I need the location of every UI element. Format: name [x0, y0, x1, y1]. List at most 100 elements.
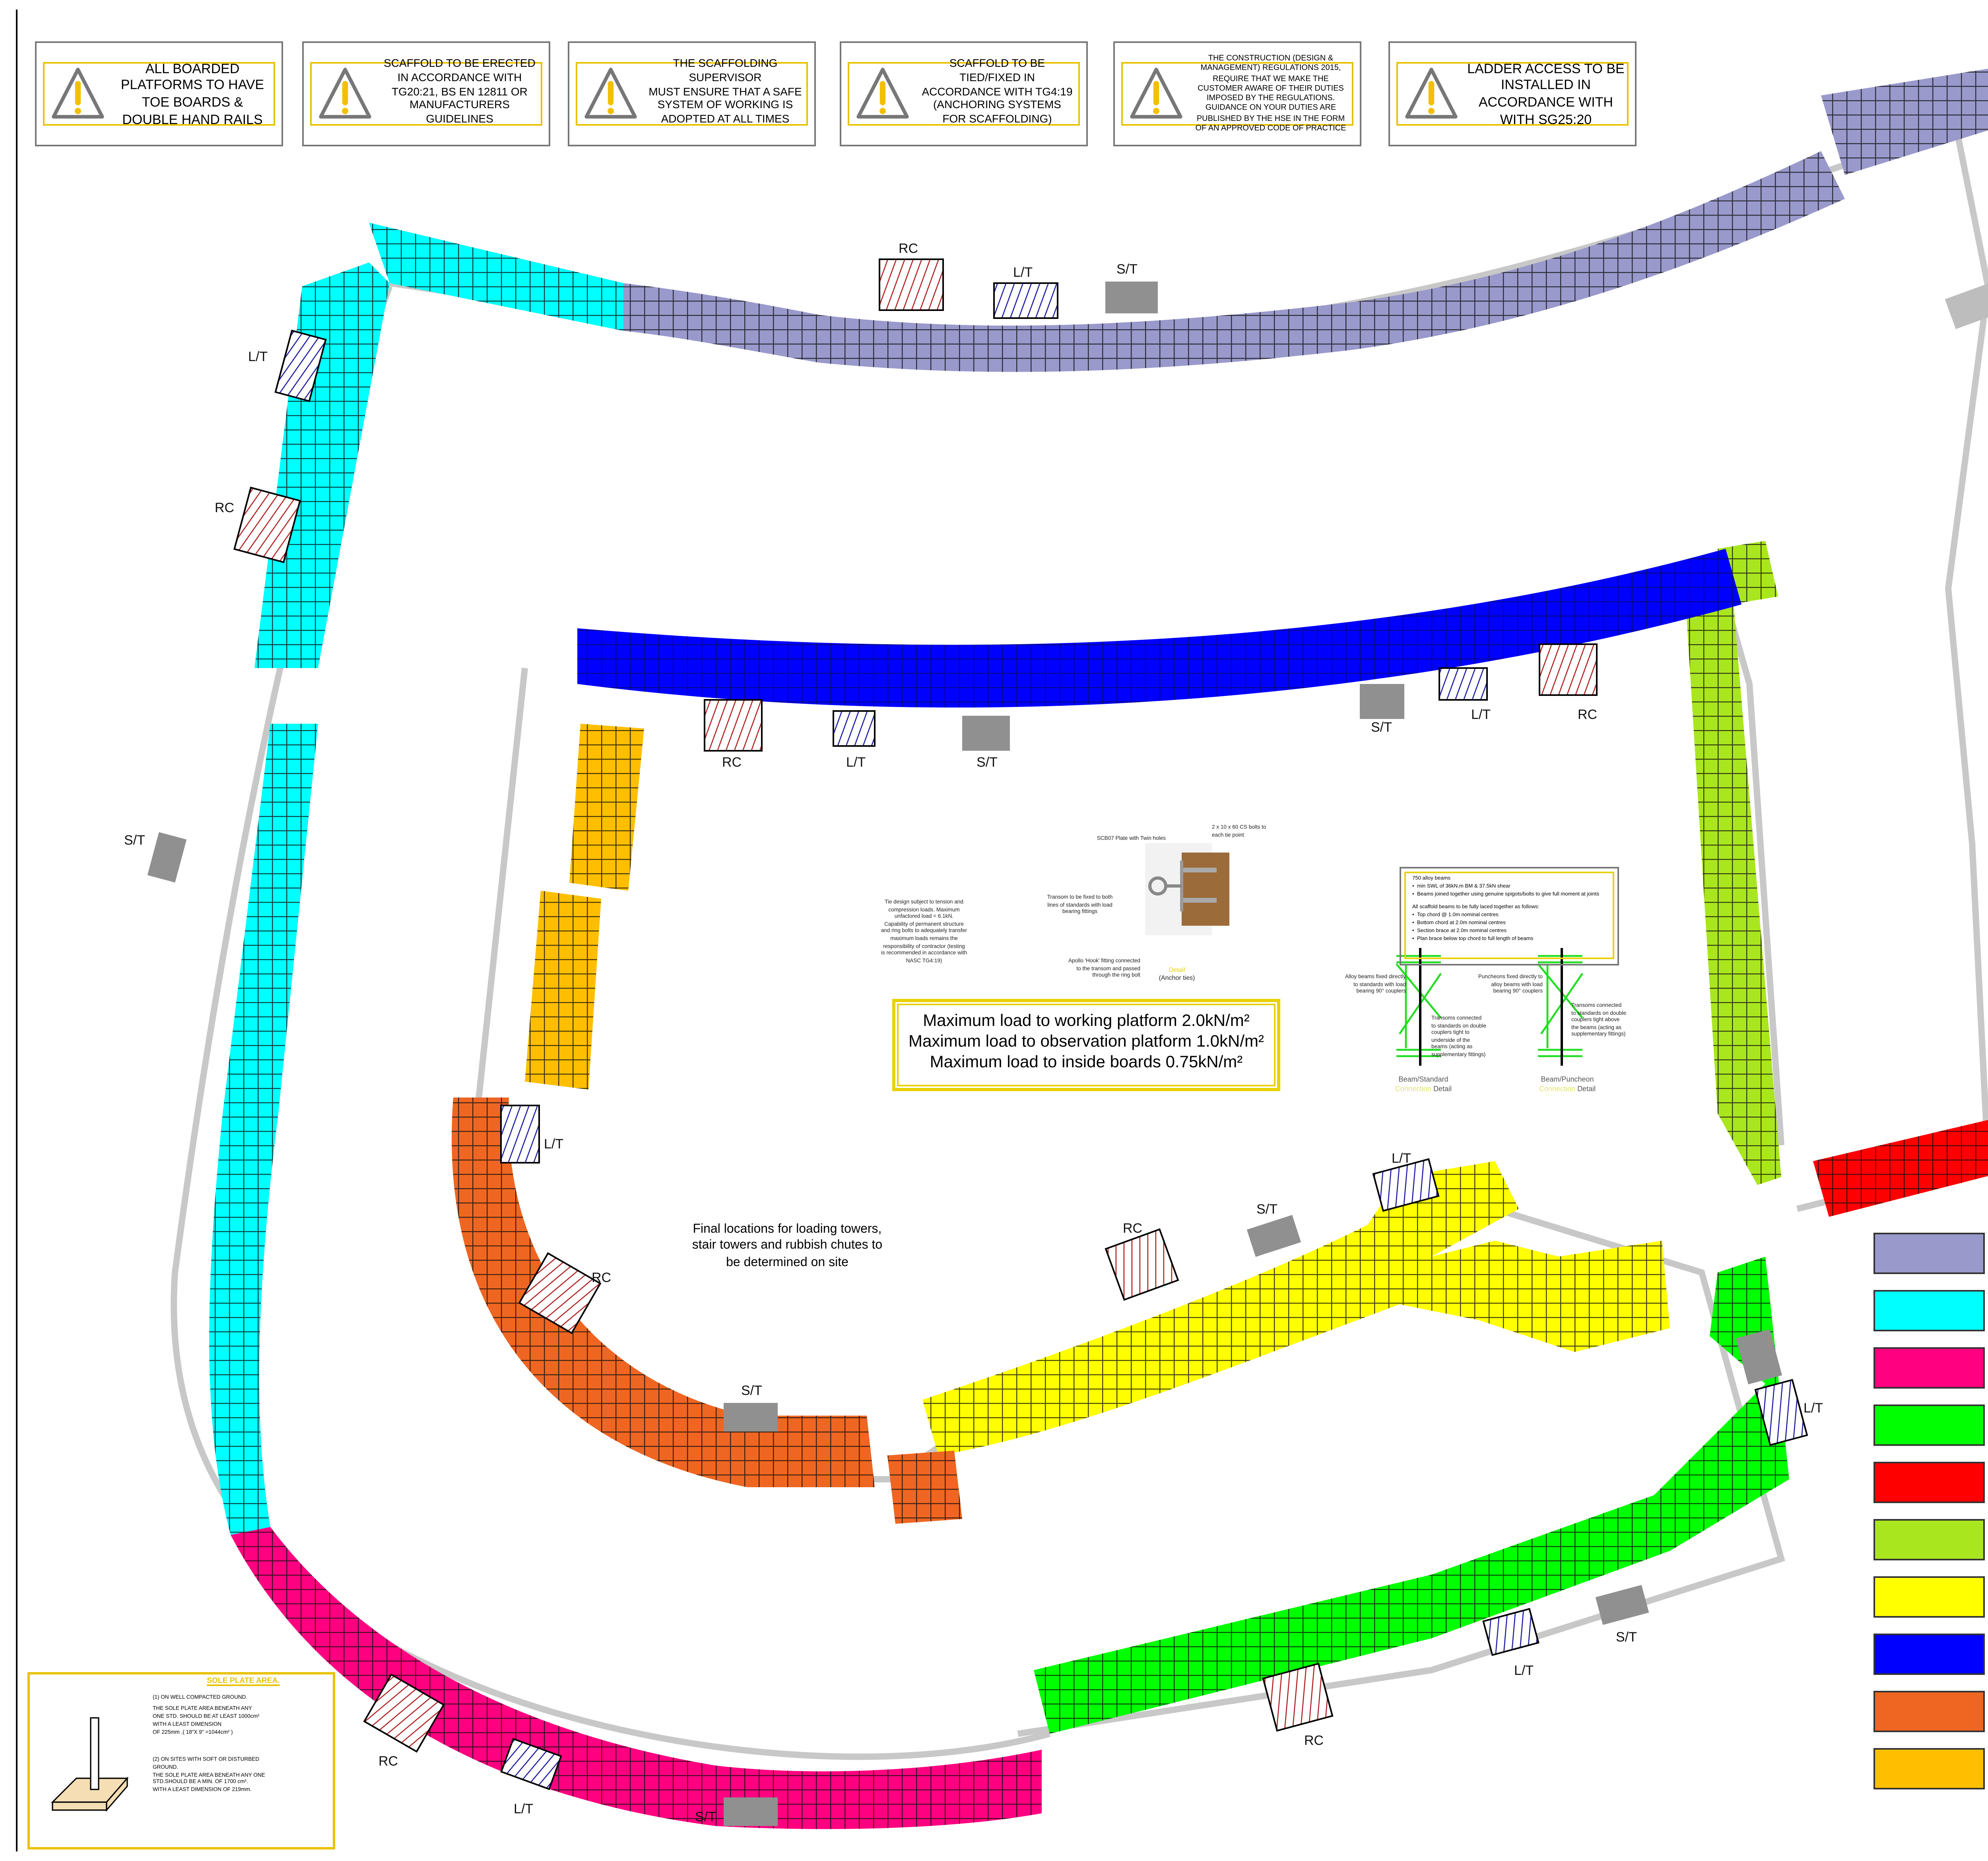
phase-6-scaffold: [1686, 541, 1781, 1185]
warning-triangle-icon: [856, 68, 909, 119]
stair-tower: [1246, 1215, 1301, 1257]
legend-swatch-phase-7: [1873, 1576, 1985, 1618]
sole-plate-panel: SOLE PLATE AREA. (1) ON WELL COMPACTED G…: [153, 1678, 334, 1795]
warning-sign-tg4: SCAFFOLD TO BE TIED/FIXED IN ACCORDANCE …: [840, 41, 1088, 146]
stair-tower: [1105, 282, 1158, 313]
tower-label: S/T: [1256, 1202, 1277, 1217]
loading-tower: [1482, 1608, 1540, 1656]
tower-label: S/T: [695, 1809, 716, 1824]
warning-text: THE SCAFFOLDING SUPERVISOR MUST ENSURE T…: [648, 59, 802, 126]
stair-tower: [1360, 684, 1404, 719]
tower-label: L/T: [544, 1136, 563, 1152]
stair-tower: [724, 1403, 778, 1432]
connection-detail-graphics: [1396, 948, 1583, 1066]
warning-triangle-icon: [1405, 68, 1458, 119]
warning-text: THE CONSTRUCTION (DESIGN & MANAGEMENT) R…: [1195, 54, 1346, 133]
tower-label: RC: [722, 755, 742, 770]
tower-label: L/T: [514, 1801, 533, 1816]
tower-label: RC: [592, 1270, 611, 1285]
sole-plate-text-2: THE SOLE PLATE AREA BENEATH ANY ONE STD.…: [153, 1771, 265, 1793]
tower-label: L/T: [1013, 265, 1033, 280]
loading-tower: [833, 710, 876, 747]
stair-tower: [724, 1797, 778, 1826]
legend-swatch-phase-5: [1873, 1462, 1985, 1503]
loading-tower: [500, 1105, 540, 1164]
tower-label: L/T: [1471, 707, 1491, 722]
loading-tower: [1754, 1379, 1808, 1446]
sole-plate-heading-2: (2) ON SITES WITH SOFT OR DISTURBED GROU…: [153, 1755, 259, 1770]
stair-tower: [962, 716, 1010, 751]
rubbish-chute-tower: [1105, 1228, 1179, 1301]
phase-5-scaffold: [1813, 1120, 1988, 1217]
tower-label: L/T: [248, 349, 268, 364]
warning-text: ALL BOARDED PLATFORMS TO HAVE TOE BOARDS…: [120, 60, 264, 127]
tower-label: S/T: [1616, 1630, 1637, 1645]
load-working: Maximum load to working platform 2.0kN/m…: [923, 1012, 1250, 1031]
sole-plate-heading-1: (1) ON WELL COMPACTED GROUND.: [153, 1694, 248, 1700]
connection-note-2b: Transoms connected to standards on doubl…: [1571, 1002, 1626, 1038]
rubbish-chute-tower: [363, 1673, 445, 1753]
phase-9-scaffold: [451, 1098, 962, 1524]
tie-design-note: Tie design subject to tension and compre…: [881, 899, 967, 964]
rubbish-chute-tower: [518, 1252, 602, 1335]
beam-bullet: • Beams joined together using genuine sp…: [1412, 890, 1600, 897]
phase-10-scaffold: [525, 724, 644, 1090]
sole-plate-title: SOLE PLATE AREA.: [207, 1678, 280, 1686]
phase-4-scaffold: [1034, 1257, 1789, 1734]
tie-transom-label: Transom to be fixed to both lines of sta…: [1047, 894, 1113, 915]
warning-triangle-icon: [1130, 68, 1182, 119]
tower-label: RC: [215, 500, 234, 515]
beam-bullet: • Top chord @ 1.0m nominal centres: [1412, 911, 1499, 917]
sole-plate-text-1: THE SOLE PLATE AREA BENEATH ANY ONE STD.…: [153, 1705, 260, 1735]
rubbish-chute-tower: [1262, 1663, 1334, 1732]
legend-swatch-phase-4: [1873, 1404, 1985, 1446]
connection-note-1b: Transoms connected to standards on doubl…: [1431, 1015, 1486, 1058]
beam-bullet: • Section brace at 2.0m nominal centres: [1412, 927, 1507, 933]
legend-swatch-phase-10: [1873, 1748, 1985, 1789]
connection-title-2: Beam/Puncheon Connection Detail: [1539, 1075, 1596, 1093]
tower-label: S/T: [977, 755, 998, 770]
rubbish-chute-tower: [704, 699, 763, 752]
warning-sign-ladder: LADDER ACCESS TO BE INSTALLED IN ACCORDA…: [1388, 41, 1637, 146]
tower-label: S/T: [741, 1383, 762, 1398]
legend-swatch-phase-2: [1873, 1290, 1985, 1331]
warning-text: SCAFFOLD TO BE TIED/FIXED IN ACCORDANCE …: [922, 59, 1073, 126]
beam-head: 750 alloy beams: [1412, 875, 1451, 881]
sole-plate-graphic: [27, 1672, 335, 1849]
loading-tower: [1439, 667, 1488, 701]
tower-label: RC: [379, 1754, 398, 1769]
rubbish-chute-tower: [1539, 643, 1598, 696]
tower-label: S/T: [1371, 720, 1392, 735]
tower-label: L/T: [1392, 1151, 1411, 1166]
max-load-box: Maximum load to working platform 2.0kN/m…: [892, 999, 1280, 1091]
tower-label: L/T: [1514, 1663, 1534, 1678]
stair-tower: [1595, 1585, 1649, 1625]
stair-tower: [1945, 274, 1988, 329]
rubbish-chute-tower: [233, 486, 301, 563]
phase-7-scaffold: [922, 1161, 1670, 1455]
tower-label: RC: [1578, 707, 1597, 722]
tower-label: L/T: [846, 755, 866, 770]
connection-note-1a: Alloy beams fixed directly to standards …: [1345, 973, 1406, 995]
warning-sign-toe-boards: ALL BOARDED PLATFORMS TO HAVE TOE BOARDS…: [35, 41, 283, 146]
connection-title-1: Beam/Standard Connection Detail: [1395, 1075, 1452, 1093]
phase-1-scaffold: [623, 68, 1988, 372]
beam-head-2: All scaffold beams to be fully laced tog…: [1412, 903, 1540, 910]
phase-3-scaffold: [231, 1527, 1042, 1829]
loading-tower: [1372, 1158, 1440, 1212]
warning-sign-cdm: THE CONSTRUCTION (DESIGN & MANAGEMENT) R…: [1113, 41, 1361, 146]
legend-swatch-phase-1: [1873, 1233, 1985, 1274]
tie-plate-label: SCB07 Plate with Twin holes: [1097, 835, 1166, 841]
warning-triangle-icon: [319, 68, 371, 119]
stair-tower: [147, 832, 187, 883]
towers: RC L/T S/T RC L/T S/T RC L/T S/T L/T RC: [124, 241, 1988, 1826]
warning-triangle-icon: [584, 68, 637, 119]
tie-hook-label: Apollo 'Hook' fitting connected to the t…: [1068, 958, 1140, 979]
warning-text: SCAFFOLD TO BE ERECTED IN ACCORDANCE WIT…: [384, 59, 536, 126]
connection-note-2a: Puncheons fixed directly to alloy beams …: [1478, 973, 1543, 995]
tower-label: L/T: [1804, 1401, 1823, 1416]
loading-tower: [274, 329, 327, 402]
legend-swatch-phase-6: [1873, 1519, 1985, 1560]
